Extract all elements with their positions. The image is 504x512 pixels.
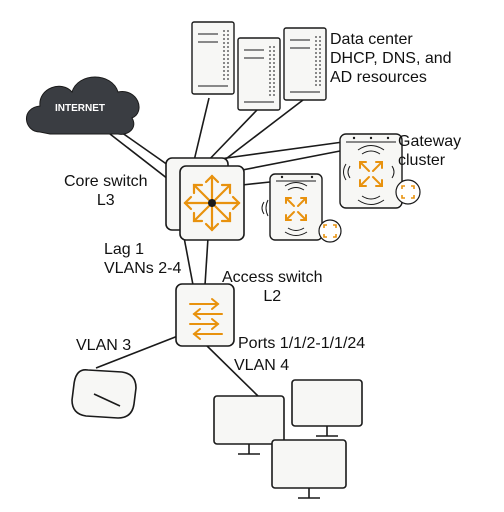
lag-label: Lag 1 VLANs 2-4 bbox=[104, 241, 182, 277]
access-point-icon bbox=[71, 368, 137, 419]
cloud-label: INTERNET bbox=[55, 103, 105, 114]
link-core-server-3 bbox=[213, 99, 304, 169]
access-switch-icon bbox=[175, 283, 235, 347]
link-access-monitors bbox=[202, 341, 259, 397]
access-switch-label: Access switch L2 bbox=[222, 269, 323, 305]
monitor-icon bbox=[213, 395, 285, 455]
link-core-server-2 bbox=[202, 109, 258, 167]
server-icon bbox=[283, 27, 327, 101]
cloud-icon bbox=[26, 76, 140, 135]
vlan4-label: VLAN 4 bbox=[234, 357, 290, 374]
core-switch-icon bbox=[165, 157, 245, 241]
monitor-icon bbox=[271, 439, 347, 499]
link-core-gateway-top-1 bbox=[211, 141, 344, 161]
link-core-gateway-top-2 bbox=[231, 150, 341, 173]
link-core-server-1 bbox=[192, 97, 210, 166]
ports-label: Ports 1/1/2-1/1/24 bbox=[238, 335, 366, 352]
datacenter-label: Data center DHCP, DNS, and AD resources bbox=[330, 31, 452, 86]
monitor-icon bbox=[291, 379, 363, 437]
gateway-icon bbox=[261, 173, 342, 243]
link-core-access-1 bbox=[182, 231, 194, 286]
vlan3-label: VLAN 3 bbox=[76, 337, 132, 354]
connection-lines bbox=[95, 97, 344, 397]
server-icon bbox=[191, 21, 235, 95]
link-core-gateway-mid bbox=[241, 181, 271, 186]
gateway-icon bbox=[339, 133, 421, 209]
core-switch-label: Core switch L3 bbox=[64, 173, 148, 209]
server-icon bbox=[237, 37, 281, 111]
gateway-label: Gateway cluster bbox=[398, 133, 462, 169]
link-access-ap bbox=[95, 333, 184, 369]
link-core-access-2 bbox=[204, 237, 209, 286]
